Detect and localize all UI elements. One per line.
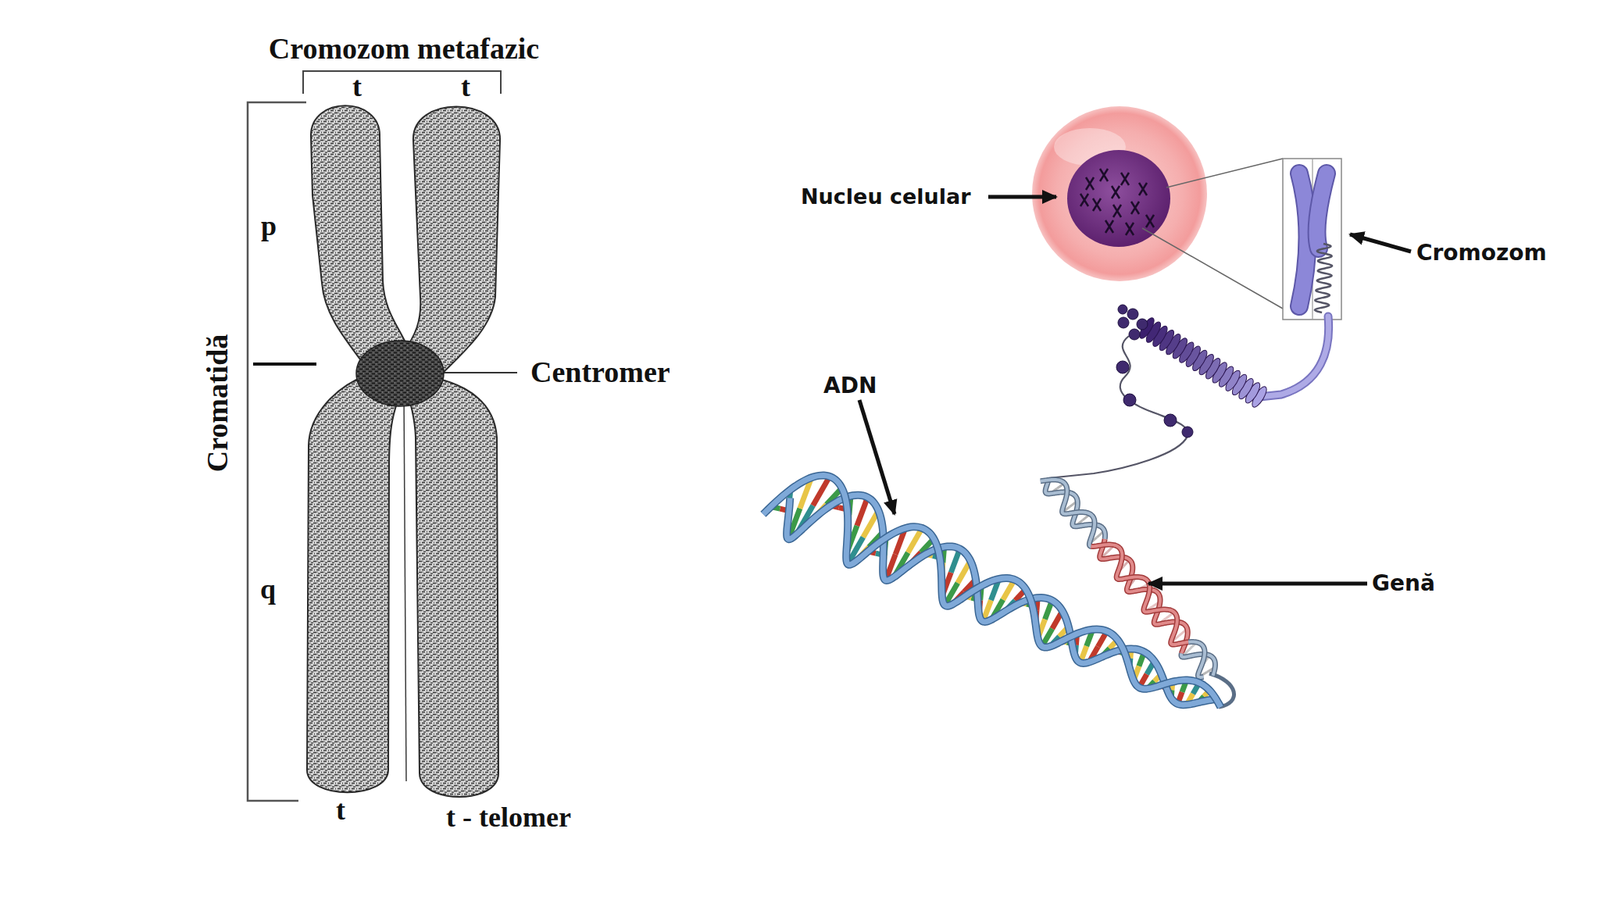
solenoid <box>1136 315 1269 409</box>
pointer-arrow <box>1350 234 1411 252</box>
chromatin-fiber-outline <box>1259 316 1329 397</box>
nucleus-chromosomes <box>1080 168 1154 236</box>
mini-chromosome <box>1125 222 1134 236</box>
mini-chromosome <box>1085 177 1094 190</box>
mini-chromosome <box>1080 193 1089 207</box>
nucleosomes <box>1116 304 1193 438</box>
mini-chromosome <box>1092 198 1101 211</box>
centromere-leader <box>441 371 518 374</box>
nucleosome <box>1182 426 1193 438</box>
chromatin-fiber <box>1259 316 1329 397</box>
backbone <box>763 475 1221 708</box>
nucleosome <box>1116 360 1129 374</box>
dna-label: ADN <box>823 374 877 399</box>
chromatid-outline <box>1299 173 1308 307</box>
chromatin-coil <box>1314 243 1333 313</box>
base-pairs <box>771 476 1218 705</box>
mini-chromosome <box>1111 185 1120 199</box>
base-pairs <box>1182 642 1215 678</box>
pointer-arrow <box>859 400 895 515</box>
telomere-mark: t <box>352 71 362 104</box>
mini-chromosome <box>1121 172 1129 186</box>
arm-divider <box>253 362 317 366</box>
backbone <box>1188 642 1205 678</box>
backbones <box>763 475 1221 708</box>
zoom-line <box>1142 228 1283 309</box>
cell <box>1032 106 1208 282</box>
gene-label: Genă <box>1371 571 1436 597</box>
backbone <box>1040 479 1095 547</box>
chromatid-outline <box>1317 173 1327 249</box>
backbone <box>1040 479 1095 547</box>
nucleosome <box>1117 304 1128 315</box>
chromatid-arm <box>402 375 499 797</box>
chromosome-label: Cromozom <box>1416 241 1547 266</box>
mini-chromosome <box>1105 220 1114 233</box>
nucleosome <box>1127 308 1139 320</box>
figure-heading: Cromozom metafazic <box>268 32 540 66</box>
coil <box>1314 243 1333 313</box>
mini-chromosome <box>1100 168 1108 182</box>
arm-label: q <box>260 574 276 606</box>
chromatid <box>1317 173 1327 249</box>
mini-chromosome <box>1139 182 1147 196</box>
telomere-mark: t <box>335 795 346 827</box>
chromatid-groove <box>403 394 407 782</box>
chromatid-bracket <box>247 102 307 801</box>
solenoid-turn <box>1136 315 1157 340</box>
zoom-box <box>1282 158 1342 320</box>
chromatid-arm <box>310 105 408 369</box>
nucleosome <box>1117 317 1129 329</box>
telomere-legend: t - telomer <box>446 802 572 834</box>
pointer-arrow <box>988 195 1057 200</box>
backbone <box>763 475 1221 708</box>
base-pair <box>857 497 868 526</box>
base-pair <box>907 528 922 553</box>
nucleus-label: Nucleu celular <box>800 185 972 209</box>
centromere-body <box>356 340 444 407</box>
arm-label: p <box>260 210 277 243</box>
top-bracket <box>303 71 501 94</box>
chromatid-arm <box>307 375 403 793</box>
mini-chromosome <box>1146 214 1154 228</box>
backbones <box>1091 539 1190 654</box>
centromere-label: Centromer <box>530 356 671 390</box>
nucleosome <box>1123 393 1136 407</box>
dna-helix <box>763 475 1221 708</box>
pointer-arrow <box>1148 582 1368 586</box>
backbones <box>1040 479 1106 547</box>
nucleosome <box>1164 414 1177 427</box>
chromatid <box>1299 173 1308 307</box>
zoom-line <box>1166 158 1283 188</box>
backbone <box>1188 642 1205 678</box>
telomere-mark: t <box>460 71 471 104</box>
chromatid-arm <box>402 107 500 378</box>
chromatid-label: Cromatidă <box>201 334 235 473</box>
dna-string <box>1048 335 1188 479</box>
mini-chromosome <box>1113 204 1122 218</box>
nucleosome <box>1136 318 1148 330</box>
nucleus <box>1067 150 1171 247</box>
mini-chromosome <box>1131 201 1140 215</box>
backbones <box>1181 642 1215 678</box>
nucleosome <box>1128 328 1140 340</box>
